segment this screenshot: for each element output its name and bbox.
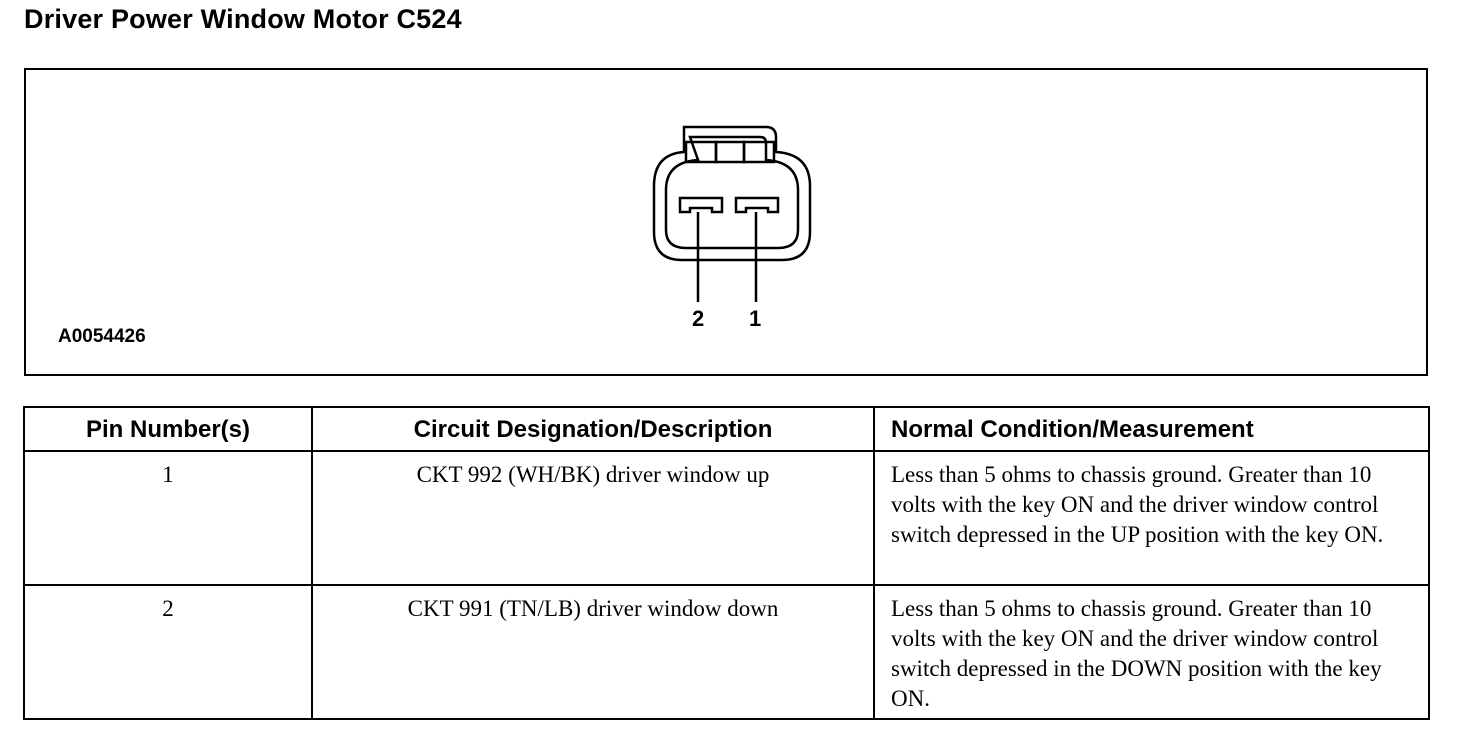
column-header-circuit: Circuit Designation/Description	[311, 406, 875, 452]
pin-label-1: 1	[749, 306, 762, 331]
table-row: 1 CKT 992 (WH/BK) driver window up Less …	[23, 450, 1430, 586]
pinout-table: Pin Number(s) Circuit Designation/Descri…	[23, 406, 1430, 720]
circuit-cell: CKT 992 (WH/BK) driver window up	[311, 450, 875, 586]
pin-label-2: 2	[692, 306, 705, 331]
condition-cell: Less than 5 ohms to chassis ground. Grea…	[873, 584, 1430, 720]
table-header-row: Pin Number(s) Circuit Designation/Descri…	[23, 406, 1430, 452]
condition-cell: Less than 5 ohms to chassis ground. Grea…	[873, 450, 1430, 586]
figure-id: A0054426	[58, 326, 146, 347]
circuit-cell: CKT 991 (TN/LB) driver window down	[311, 584, 875, 720]
connector-face-icon	[652, 125, 812, 302]
pin-number-cell: 2	[23, 584, 313, 720]
table-row: 2 CKT 991 (TN/LB) driver window down Les…	[23, 584, 1430, 720]
connector-diagram: 2 1 A0054426	[24, 68, 1428, 376]
page-title: Driver Power Window Motor C524	[24, 4, 462, 34]
column-header-condition: Normal Condition/Measurement	[873, 406, 1430, 452]
pin-number-cell: 1	[23, 450, 313, 586]
column-header-pin: Pin Number(s)	[23, 406, 313, 452]
